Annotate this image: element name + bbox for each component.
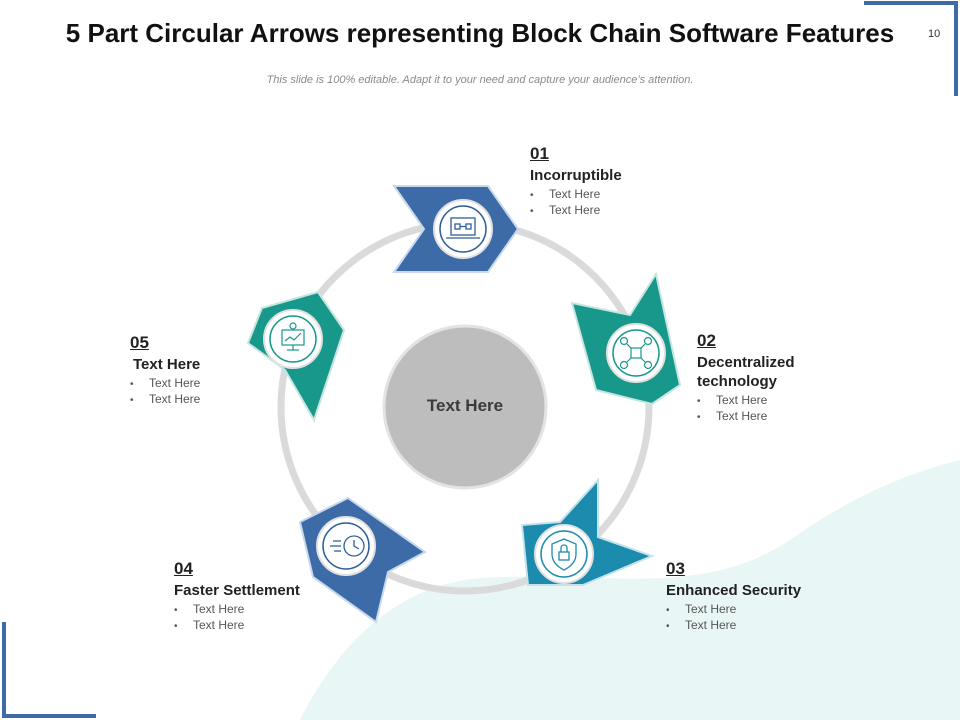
feature-name: Incorruptible (530, 167, 622, 184)
arrow-segment-04 (298, 496, 427, 624)
feature-02-block: 02 Decentralized technology Text Here Te… (697, 331, 827, 425)
page-number: 10 (928, 28, 941, 40)
bullet-item: Text Here (130, 392, 250, 408)
top-right-frame-accent (864, 1, 958, 96)
feature-04-block: 04 Faster Settlement Text Here Text Here (174, 559, 374, 634)
feature-03-block: 03 Enhanced Security Text Here Text Here (666, 559, 866, 634)
feature-bullets: Text Here Text Here (666, 602, 866, 634)
feature-bullets: Text Here Text Here (697, 393, 827, 425)
bullet-item: Text Here (130, 376, 250, 392)
feature-bullets: Text Here Text Here (130, 376, 250, 408)
slide-subtitle: This slide is 100% editable. Adapt it to… (266, 74, 694, 86)
bullet-item: Text Here (530, 203, 730, 219)
feature-number: 04 (174, 559, 193, 578)
feature-bullets: Text Here Text Here (174, 602, 374, 634)
feature-number: 03 (666, 559, 685, 578)
feature-number: 01 (530, 144, 549, 163)
feature-01-block: 01 Incorruptible Text Here Text Here (530, 144, 730, 219)
bullet-item: Text Here (697, 409, 827, 425)
arrow-segment-01 (392, 185, 520, 273)
laptop-blockchain-icon (446, 217, 480, 239)
feature-number: 05 (130, 333, 149, 352)
feature-bullets: Text Here Text Here (530, 187, 730, 219)
arrow-segment-03 (520, 477, 655, 586)
center-label: Text Here (426, 396, 504, 415)
slide-title: 5 Part Circular Arrows representing Bloc… (65, 18, 895, 48)
bullet-item: Text Here (174, 618, 374, 634)
bullet-item: Text Here (666, 602, 866, 618)
arrow-segment-05 (246, 290, 346, 423)
bullet-item: Text Here (530, 187, 730, 203)
bullet-item: Text Here (697, 393, 827, 409)
feature-name: Enhanced Security (666, 582, 802, 599)
feature-name: Faster Settlement (174, 582, 300, 599)
feature-name: Decentralized technology (697, 354, 795, 390)
feature-number: 02 (697, 331, 716, 350)
network-nodes-icon (619, 336, 653, 370)
analytics-gear-icon (281, 322, 305, 351)
bottom-left-frame-accent (2, 622, 96, 718)
mint-wave-shape (300, 460, 960, 720)
shield-lock-icon (551, 538, 577, 571)
bullet-item: Text Here (666, 618, 866, 634)
bullet-item: Text Here (174, 602, 374, 618)
fast-clock-icon (330, 535, 365, 557)
center-circle (382, 324, 548, 490)
feature-name: Text Here (133, 356, 201, 373)
feature-05-block: 05 Text Here Text Here Text Here (130, 333, 250, 408)
arrow-segment-02 (570, 271, 682, 406)
